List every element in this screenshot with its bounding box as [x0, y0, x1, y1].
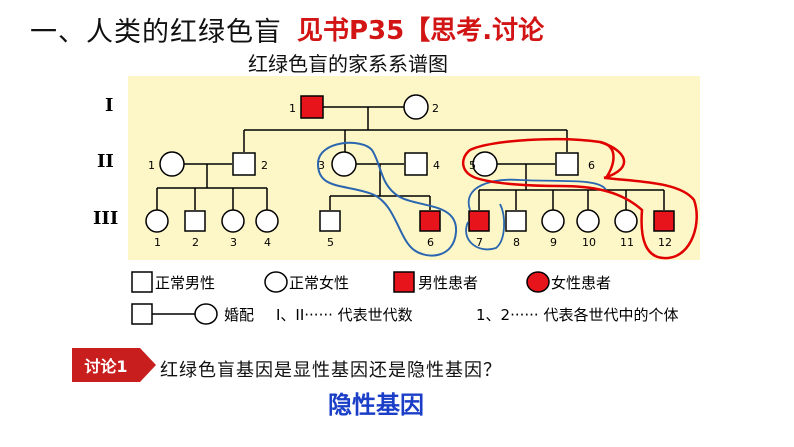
generation-label-3: III — [93, 208, 118, 229]
gen1-female-normal — [403, 94, 429, 120]
gen3-female-10 — [576, 209, 600, 233]
gen2-label-4: 4 — [433, 159, 440, 172]
annotation-loop-red-inner — [599, 140, 626, 180]
gen3-male-8 — [505, 210, 527, 232]
legend-affected-female-icon — [526, 271, 550, 293]
gen3-female-4 — [255, 209, 279, 233]
gen2-female-1 — [159, 151, 185, 177]
gen2-label-3: 3 — [318, 159, 325, 172]
gen3-label-11: 11 — [620, 236, 634, 249]
legend-normal-female-text: 正常女性 — [289, 274, 349, 292]
gen3-label-2: 2 — [192, 236, 199, 249]
discussion-answer: 隐性基因 — [328, 391, 424, 419]
legend-normal-female-icon — [264, 271, 288, 293]
diagram-title: 红绿色盲的家系系谱图 — [248, 52, 448, 76]
gen2-label-5: 5 — [469, 159, 476, 172]
legend-affected-female-text: 女性患者 — [551, 274, 611, 292]
gen3-label-12: 12 — [658, 236, 672, 249]
gen3-labels: 1 2 3 4 5 6 7 8 9 10 11 12 — [154, 236, 672, 249]
annotation-loop-blue-family2 — [316, 141, 458, 257]
textbook-reference: 见书P35【思考.讨论 — [297, 16, 545, 46]
gen2-label-6: 6 — [588, 159, 595, 172]
gen1-label-1: 1 — [289, 102, 296, 115]
gen3-male-12-affected — [653, 210, 675, 232]
gen1-male-affected — [300, 95, 324, 119]
gen3-label-3: 3 — [230, 236, 237, 249]
gen3-label-8: 8 — [513, 236, 520, 249]
gen3-label-7: 7 — [476, 236, 483, 249]
gen3-label-6: 6 — [427, 236, 434, 249]
gen2-male-2 — [232, 152, 256, 176]
gen3-male-7-affected — [468, 210, 490, 232]
gen2-label-1: 1 — [148, 159, 155, 172]
gen1-label-2: 2 — [432, 102, 439, 115]
legend-generation-note: I、II······ 代表世代数 — [276, 306, 413, 324]
discussion-badge-label: 讨论1 — [84, 357, 128, 376]
legend-marriage-female-icon — [194, 303, 218, 325]
gen3-female-11 — [614, 209, 638, 233]
gen2-male-4 — [404, 152, 428, 176]
gen2-female-5 — [472, 151, 498, 177]
gen3-female-1 — [145, 209, 169, 233]
page-title: 一、人类的红绿色盲 — [30, 17, 282, 48]
legend-normal-male-text: 正常男性 — [155, 274, 215, 292]
gen3-female-9 — [541, 209, 565, 233]
legend-normal-male-icon — [131, 271, 153, 293]
gen3-male-2 — [184, 210, 206, 232]
legend-marriage-text: 婚配 — [224, 306, 254, 324]
gen3-male-6-affected — [419, 210, 441, 232]
annotation-arc-blue-7 — [465, 203, 505, 251]
legend-affected-male-icon — [393, 271, 415, 293]
gen2-male-6 — [555, 152, 579, 176]
gen3-label-5: 5 — [327, 236, 334, 249]
gen3-label-10: 10 — [582, 236, 596, 249]
legend-individual-note: 1、2······ 代表各世代中的个体 — [476, 306, 678, 324]
generation-label-2: II — [97, 151, 114, 172]
gen3-label-9: 9 — [550, 236, 557, 249]
legend-affected-male-text: 男性患者 — [418, 274, 478, 292]
gen3-female-3 — [221, 209, 245, 233]
pedigree-lines — [156, 106, 665, 210]
discussion-question: 红绿色盲基因是显性基因还是隐性基因？ — [160, 360, 502, 381]
gen3-label-1: 1 — [154, 236, 161, 249]
generation-label-1: I — [105, 95, 113, 116]
annotation-loop-blue-family3 — [467, 178, 607, 211]
gen2-label-2: 2 — [261, 159, 268, 172]
gen3-label-4: 4 — [264, 236, 271, 249]
discussion-badge — [72, 348, 156, 382]
gen2-female-3 — [331, 151, 357, 177]
legend-marriage-male-icon — [131, 303, 153, 325]
gen3-male-5 — [319, 210, 341, 232]
